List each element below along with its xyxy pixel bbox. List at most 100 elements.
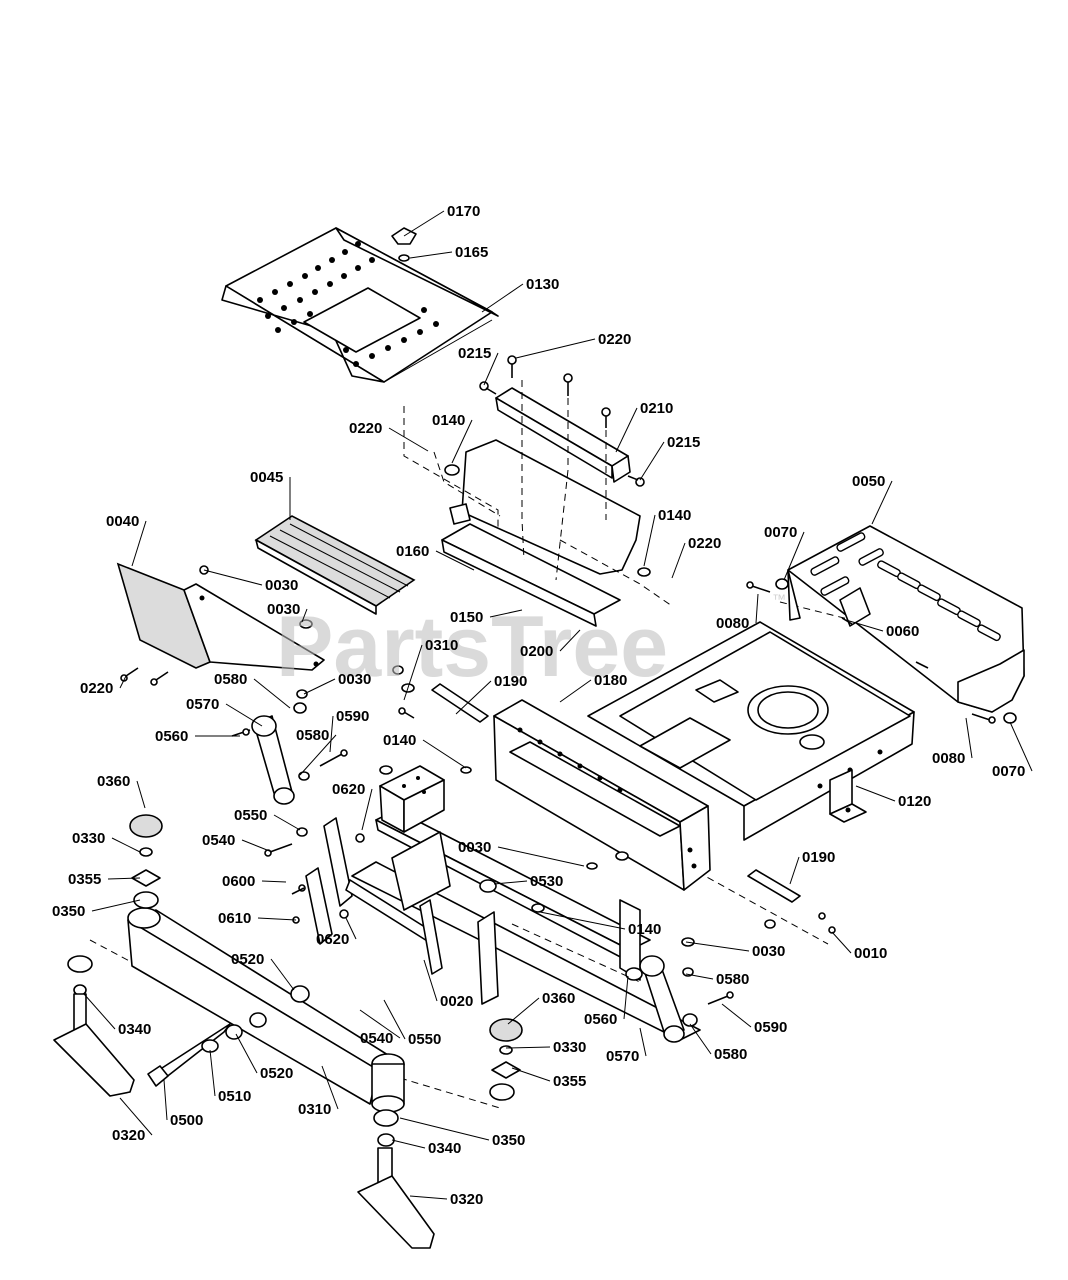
callout-0190: 0190 xyxy=(802,849,835,866)
callout-0220: 0220 xyxy=(349,420,382,437)
leader-0355 xyxy=(107,877,141,880)
callout-0170: 0170 xyxy=(447,203,480,220)
callout-0510: 0510 xyxy=(218,1088,251,1105)
callout-0150: 0150 xyxy=(450,609,483,626)
callout-0040: 0040 xyxy=(106,513,139,530)
leader-0520 xyxy=(235,1033,258,1074)
rods xyxy=(431,683,836,947)
callout-0220: 0220 xyxy=(688,535,721,552)
callout-0165: 0165 xyxy=(455,244,488,261)
leader-0500 xyxy=(163,1079,168,1121)
callout-0320: 0320 xyxy=(450,1191,483,1208)
leader-0530 xyxy=(493,880,528,885)
callout-0355: 0355 xyxy=(68,871,101,888)
leader-0170 xyxy=(403,210,445,237)
callout-0180: 0180 xyxy=(594,672,627,689)
watermark-trademark: ™ xyxy=(772,591,786,607)
callout-0550: 0550 xyxy=(234,807,267,824)
leader-0165 xyxy=(409,251,453,259)
leader-0560 xyxy=(623,975,629,1020)
shock-right xyxy=(625,955,734,1043)
callout-0030: 0030 xyxy=(267,601,300,618)
top-bolts xyxy=(479,355,645,487)
leader-0190 xyxy=(789,856,800,885)
callout-0610: 0610 xyxy=(218,910,251,927)
callout-0360: 0360 xyxy=(97,773,130,790)
rear-bracket xyxy=(829,769,867,823)
leader-0080 xyxy=(965,717,973,759)
pivot-bolt xyxy=(147,1023,243,1087)
callout-0080: 0080 xyxy=(716,615,749,632)
callout-0140: 0140 xyxy=(432,412,465,429)
callout-0500: 0500 xyxy=(170,1112,203,1129)
main-frame xyxy=(351,621,915,1041)
callout-0520: 0520 xyxy=(260,1065,293,1082)
leader-0150 xyxy=(489,609,523,618)
leader-0010 xyxy=(831,931,852,954)
leader-0570 xyxy=(639,1027,647,1057)
cross-bracket xyxy=(379,765,472,833)
callout-leaders xyxy=(83,210,1033,1200)
footrest-pad xyxy=(254,515,416,615)
leader-0540 xyxy=(359,1009,401,1039)
leader-0330 xyxy=(505,1046,551,1049)
leader-0610 xyxy=(257,917,297,921)
callout-0060: 0060 xyxy=(886,623,919,640)
callout-0350: 0350 xyxy=(492,1132,525,1149)
callout-0550: 0550 xyxy=(408,1031,441,1048)
callout-0360: 0360 xyxy=(542,990,575,1007)
seat-plate xyxy=(441,439,651,627)
callout-0140: 0140 xyxy=(628,921,661,938)
leader-0020 xyxy=(423,959,438,1002)
leader-0040 xyxy=(131,520,147,567)
leader-0620 xyxy=(361,788,373,831)
leader-0220 xyxy=(671,542,686,579)
callout-0570: 0570 xyxy=(606,1048,639,1065)
pivot-brackets xyxy=(291,817,629,1005)
callout-0050: 0050 xyxy=(852,473,885,490)
callout-0580: 0580 xyxy=(214,671,247,688)
leader-0050 xyxy=(871,480,893,525)
leader-0320 xyxy=(409,1195,448,1200)
callout-0590: 0590 xyxy=(336,708,369,725)
callout-0520: 0520 xyxy=(231,951,264,968)
callout-0560: 0560 xyxy=(155,728,188,745)
leader-0140 xyxy=(422,739,467,769)
leader-0350 xyxy=(399,1117,490,1141)
callout-0070: 0070 xyxy=(764,524,797,541)
callout-0030: 0030 xyxy=(752,943,785,960)
leader-0030 xyxy=(203,569,263,586)
callout-0590: 0590 xyxy=(754,1019,787,1036)
leader-0580 xyxy=(689,1023,712,1055)
leader-0310 xyxy=(321,1065,339,1110)
leader-0120 xyxy=(855,785,896,802)
leader-0160 xyxy=(435,550,475,571)
spindle-left xyxy=(53,814,163,1097)
callout-0160: 0160 xyxy=(396,543,429,560)
callout-0620: 0620 xyxy=(332,781,365,798)
leader-0590 xyxy=(721,1003,752,1028)
leader-0070 xyxy=(783,531,805,581)
leader-0340 xyxy=(391,1139,426,1149)
callout-0580: 0580 xyxy=(716,971,749,988)
callout-0220: 0220 xyxy=(80,680,113,697)
leader-0600 xyxy=(261,880,287,883)
callout-0540: 0540 xyxy=(360,1030,393,1047)
leader-0330 xyxy=(111,837,141,853)
front-axle xyxy=(127,907,405,1113)
leader-0550 xyxy=(383,999,406,1040)
callout-0340: 0340 xyxy=(428,1140,461,1157)
callout-0350: 0350 xyxy=(52,903,85,920)
leader-0510 xyxy=(209,1049,216,1097)
callout-0340: 0340 xyxy=(118,1021,151,1038)
callout-0045: 0045 xyxy=(250,469,283,486)
callout-0030: 0030 xyxy=(338,671,371,688)
callout-0530: 0530 xyxy=(530,873,563,890)
leader-0360 xyxy=(136,780,146,809)
leader-0030 xyxy=(301,608,308,623)
leader-0360 xyxy=(507,997,540,1025)
spindle-right xyxy=(357,1018,523,1249)
leader-0080 xyxy=(755,593,759,624)
